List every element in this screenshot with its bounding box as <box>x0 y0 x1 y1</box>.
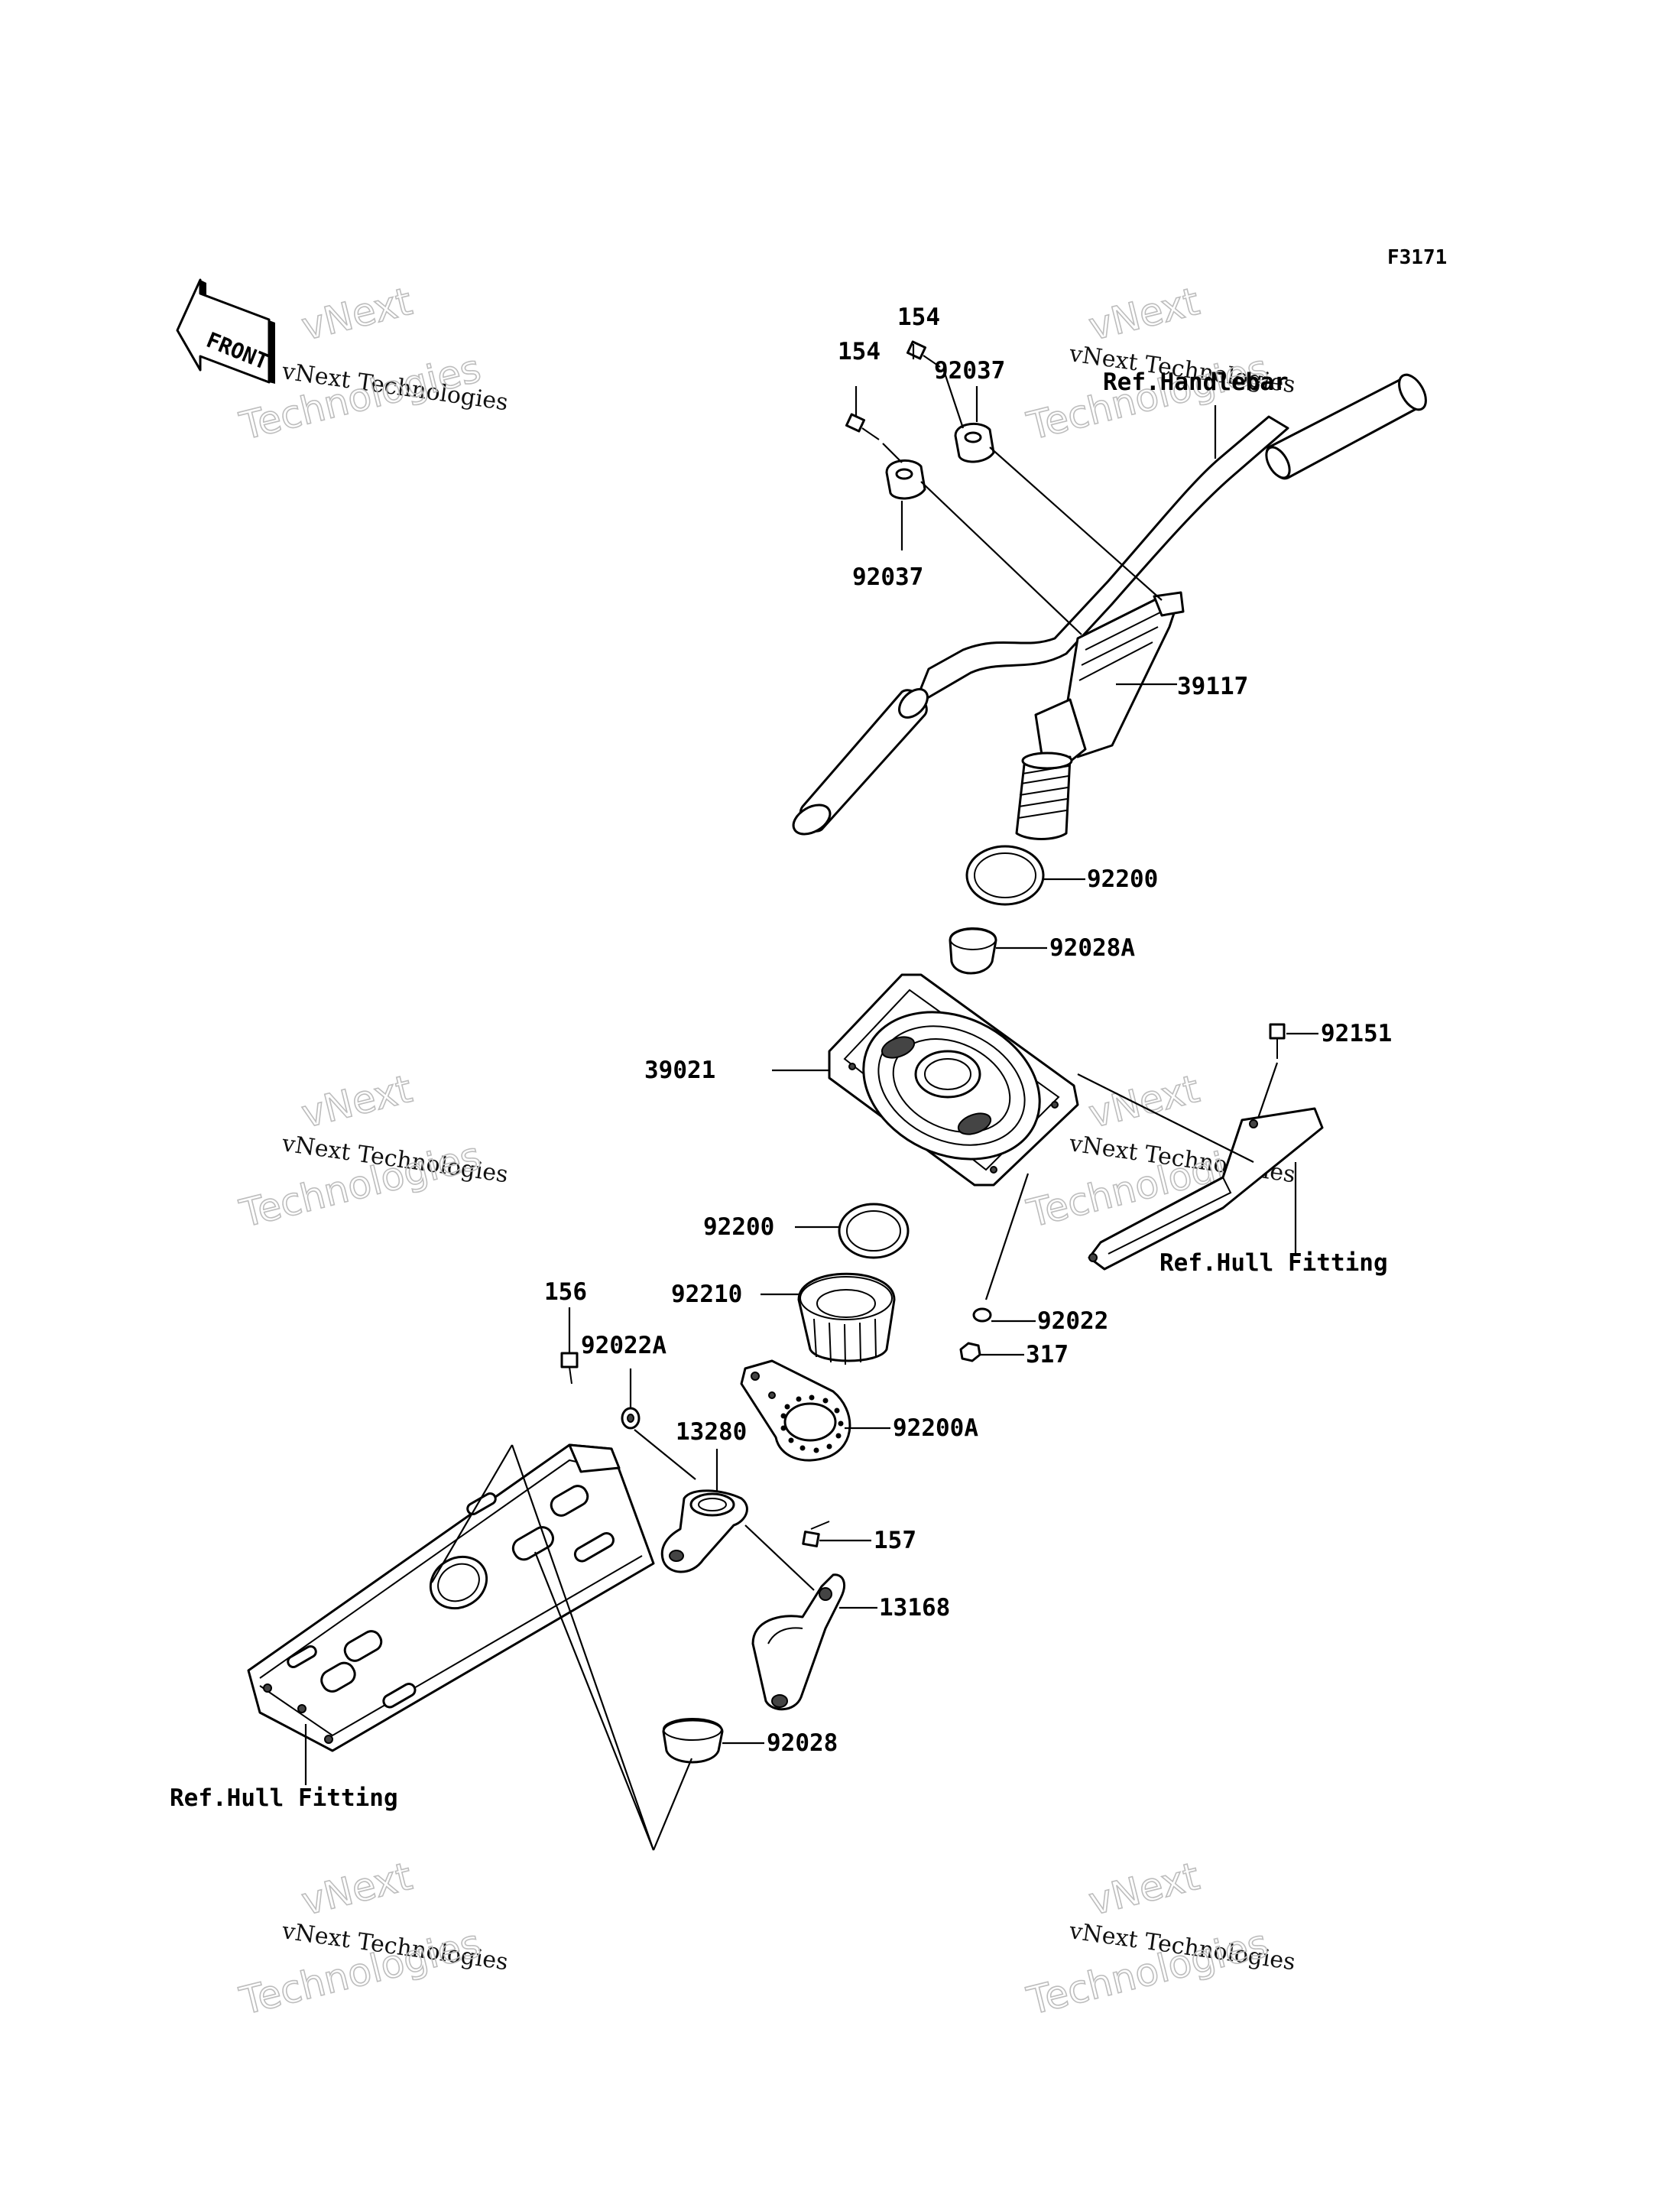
front-arrow-icon: FRONT <box>176 278 275 384</box>
projection-line-clamp-b <box>942 370 1163 601</box>
callout-92022a: 92022A <box>581 1332 666 1359</box>
part-156-bolt <box>560 1352 579 1385</box>
part-92151-bolt <box>1269 1023 1286 1059</box>
callout-92200-upper: 92200 <box>1087 865 1158 893</box>
projection-line-plate-to-fitting <box>1077 1073 1254 1163</box>
part-92200-ring-lower <box>838 1203 910 1259</box>
callout-154-a: 154 <box>838 338 881 365</box>
callout-ref-handlebar: Ref.Handlebar <box>1103 368 1289 396</box>
callout-92210: 92210 <box>671 1281 742 1308</box>
svg-text:vNext: vNext <box>1085 1067 1204 1137</box>
watermark-top-left: vNext vNext Technologies Technologies <box>235 278 510 449</box>
watermark-mid-left: vNext vNext Technologies Technologies <box>235 1066 510 1236</box>
callout-156: 156 <box>544 1278 587 1306</box>
callout-317: 317 <box>1026 1341 1069 1368</box>
part-13280-arm <box>660 1489 748 1573</box>
part-92022-washer <box>972 1307 992 1323</box>
callout-labels: 154 154 92037 92037 Ref.Handlebar 39117 … <box>170 304 1392 1812</box>
part-92022a-washer <box>621 1407 641 1430</box>
part-13168-bracket <box>751 1573 845 1711</box>
watermark-top-right: vNext vNext Technologies Technologies <box>1022 278 1297 449</box>
callout-ref-hull-fitting-right: Ref.Hull Fitting <box>1159 1249 1388 1277</box>
part-92200-ring-upper <box>965 845 1045 906</box>
callout-92151: 92151 <box>1321 1020 1392 1047</box>
part-92028-bushing <box>662 1718 724 1764</box>
svg-text:vNext: vNext <box>297 1854 417 1924</box>
callout-13168: 13168 <box>879 1594 950 1622</box>
part-92037-clamp-b <box>954 422 995 463</box>
svg-text:vNext: vNext <box>297 279 417 349</box>
watermark-bottom-right: vNext vNext Technologies Technologies <box>1022 1853 1297 2024</box>
part-92028a-bushing <box>949 927 997 975</box>
callout-13280: 13280 <box>676 1418 747 1446</box>
part-157-bolt <box>802 1521 830 1547</box>
handlebar-part <box>792 373 1427 836</box>
callout-39021: 39021 <box>644 1057 715 1084</box>
callout-92028a: 92028A <box>1049 934 1135 962</box>
callout-ref-hull-fitting-left: Ref.Hull Fitting <box>170 1784 398 1812</box>
hull-fitting-left <box>247 1443 655 1752</box>
part-39021-base-plate <box>828 973 1079 1187</box>
part-92037-clamp-a <box>885 459 926 500</box>
callout-154-b: 154 <box>897 304 940 331</box>
part-92200a-plate <box>740 1359 851 1462</box>
projection-lines-lower-v <box>534 1551 693 1851</box>
projection-line-clamp-a <box>882 443 1082 635</box>
part-39117-holder <box>1015 591 1185 840</box>
callout-39117: 39117 <box>1177 673 1248 700</box>
projection-line-13280 <box>744 1524 815 1591</box>
callout-92200-lower: 92200 <box>703 1213 774 1241</box>
projection-line-plate-to-nut <box>984 1173 1030 1300</box>
hull-fitting-right <box>1088 1107 1324 1271</box>
callout-92200a: 92200A <box>893 1414 978 1442</box>
watermark-bottom-left: vNext vNext Technologies Technologies <box>235 1853 510 2024</box>
part-154-bolt-a <box>845 413 880 440</box>
part-317-nut <box>959 1342 981 1362</box>
callout-157: 157 <box>874 1527 916 1554</box>
svg-text:vNext: vNext <box>1085 279 1204 349</box>
callout-92028: 92028 <box>767 1729 838 1757</box>
svg-text:vNext: vNext <box>297 1067 417 1137</box>
projection-lines-upper-v <box>431 1444 655 1851</box>
part-92210-nut <box>797 1272 896 1365</box>
callout-92037-b: 92037 <box>934 357 1005 385</box>
callout-92037-a: 92037 <box>852 563 923 591</box>
callout-92022: 92022 <box>1037 1307 1108 1335</box>
svg-text:vNext: vNext <box>1085 1854 1204 1924</box>
figure-code: F3171 <box>1387 246 1447 269</box>
projection-line-92022a <box>634 1429 696 1480</box>
